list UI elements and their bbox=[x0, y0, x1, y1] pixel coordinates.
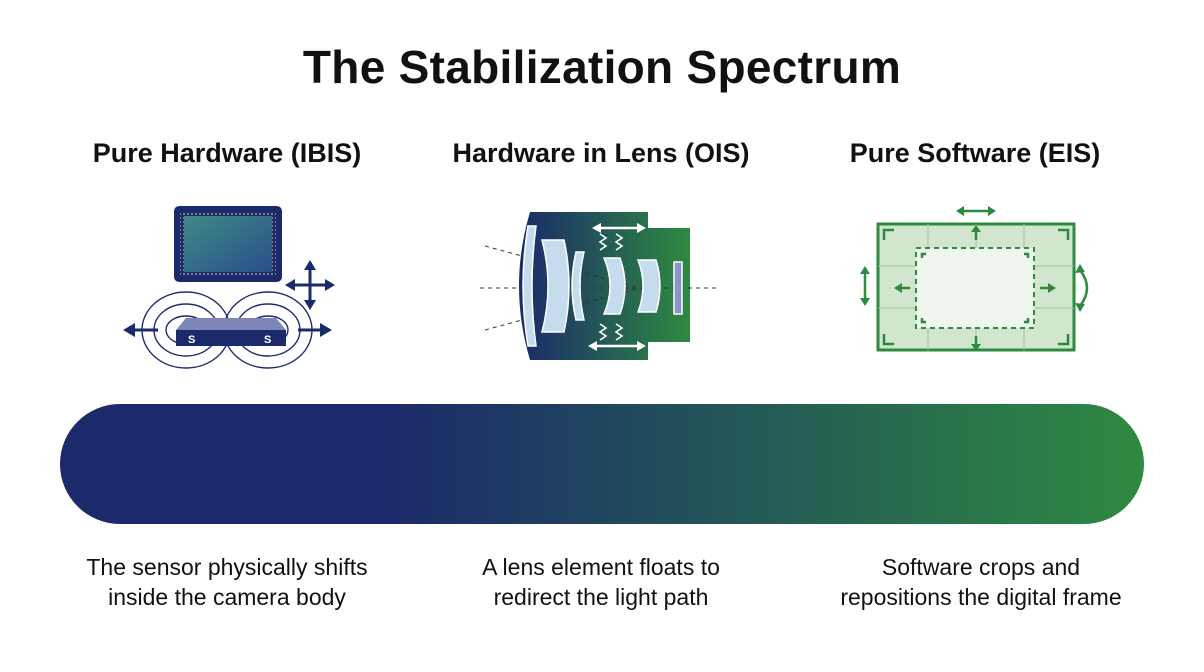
reposition-arrows bbox=[894, 225, 1056, 351]
spectrum-bar bbox=[60, 404, 1144, 524]
digital-crop-icon bbox=[860, 206, 1089, 352]
description-ibis-line-1: The sensor physically shifts bbox=[86, 554, 368, 580]
description-ois-line-2: redirect the light path bbox=[493, 584, 709, 610]
description-ois: A lens element floats to redirect the li… bbox=[401, 552, 801, 612]
magnet-label-right: S bbox=[264, 334, 271, 346]
page-title: The Stabilization Spectrum bbox=[302, 41, 902, 93]
crop-window bbox=[915, 247, 1035, 329]
image-sensor-chip bbox=[174, 206, 282, 282]
description-ibis: The sensor physically shifts inside the … bbox=[27, 552, 427, 612]
description-eis-line-1: Software crops and bbox=[881, 554, 1081, 580]
float-arrows bbox=[588, 223, 646, 351]
lens-elements bbox=[522, 225, 683, 347]
heading-ois: Hardware in Lens (OIS) bbox=[452, 138, 750, 168]
move-arrows-icon bbox=[285, 260, 335, 310]
heading-ibis: Pure Hardware (IBIS) bbox=[92, 138, 362, 168]
description-eis-line-2: repositions the digital frame bbox=[840, 584, 1122, 610]
pan-arrows-icon bbox=[860, 206, 996, 306]
magnet-label-left: S bbox=[188, 334, 195, 346]
heading-eis: Pure Software (EIS) bbox=[849, 138, 1101, 168]
description-ibis-line-2: inside the camera body bbox=[108, 584, 346, 610]
rotate-arrow-icon bbox=[1075, 264, 1089, 312]
spring-icon bbox=[598, 233, 624, 341]
magnet-plate bbox=[176, 318, 286, 346]
corner-brackets bbox=[882, 228, 1070, 346]
shift-arrows bbox=[123, 323, 332, 337]
sensor-shift-icon: S S bbox=[123, 206, 335, 369]
description-ois-line-1: A lens element floats to bbox=[482, 554, 720, 580]
floating-lens-icon bbox=[480, 212, 720, 360]
description-eis: Software crops and repositions the digit… bbox=[781, 552, 1181, 612]
